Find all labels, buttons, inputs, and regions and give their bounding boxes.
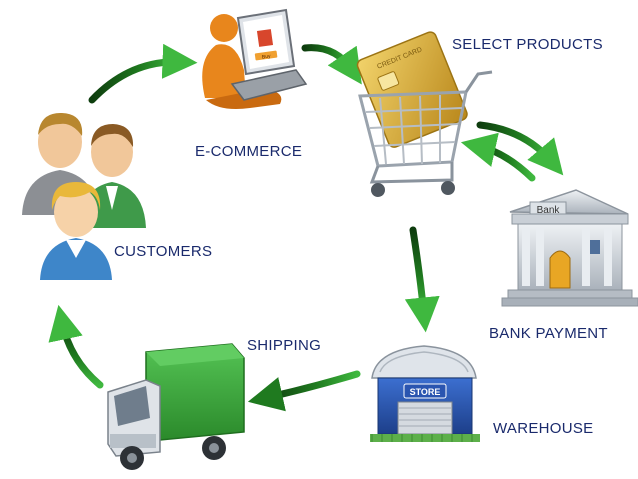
warehouse-icon: STORE xyxy=(370,345,480,442)
customers-label: CUSTOMERS xyxy=(114,243,213,260)
shipping-label: SHIPPING xyxy=(247,337,322,354)
delivery-truck-icon xyxy=(107,343,245,470)
arrow-warehouse-to-shipping xyxy=(247,370,361,412)
select-products-label: SELECT PRODUCTS xyxy=(452,36,603,53)
ecommerce-label: E-COMMERCE xyxy=(195,143,303,160)
bank-building-icon: Bank xyxy=(501,189,638,307)
bank-payment-label: BANK PAYMENT xyxy=(489,325,608,342)
arrow-ecommerce-to-products xyxy=(301,44,362,85)
bank-sign-text: Bank xyxy=(537,205,561,216)
arrow-products-to-bank xyxy=(476,121,564,176)
arrow-shipping-to-customers xyxy=(48,304,104,389)
flow-arrows xyxy=(48,43,564,412)
warehouse-sign-text: STORE xyxy=(410,387,441,397)
customers-group-icon xyxy=(22,112,146,280)
arrow-customers-to-ecommerce xyxy=(88,43,198,104)
arrow-bank-to-products xyxy=(460,132,536,182)
ecommerce-laptop-icon: Buy xyxy=(202,8,308,109)
ecommerce-screen-text: Buy xyxy=(262,53,272,60)
shopping-cart-icon: CREDIT CARD xyxy=(356,31,493,197)
arrow-products-to-warehouse xyxy=(404,226,440,333)
warehouse-label: WAREHOUSE xyxy=(493,420,594,437)
